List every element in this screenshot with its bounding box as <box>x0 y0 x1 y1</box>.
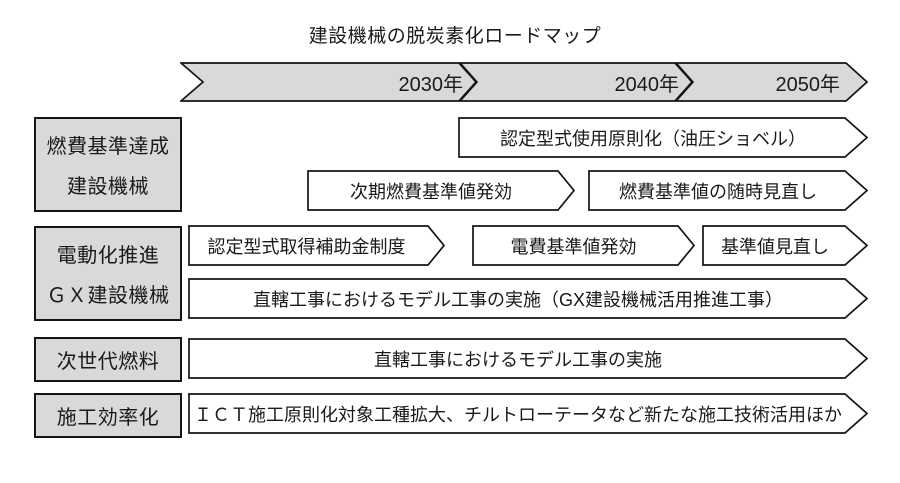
arrow-shape <box>188 393 868 434</box>
arrow-label: 次期燃費基準値発効 <box>350 181 512 202</box>
category-electrification-gx-machines: 電動化推進 ＧＸ建設機械 <box>34 226 182 321</box>
arrow-shape <box>588 170 868 211</box>
category-label-line: 施工効率化 <box>56 407 160 429</box>
category-label-line: 建設機械 <box>67 176 149 198</box>
category-label-line: ＧＸ建設機械 <box>46 285 170 307</box>
arrow-shape <box>702 225 868 266</box>
arrow-electricity-standard-effective: 電費基準値発効 <box>472 225 695 266</box>
category-next-gen-fuel: 次世代燃料 <box>34 337 182 382</box>
arrow-label: ＩＣＴ施工原則化対象工種拡大、チルトローテータなど新たな施工技術活用ほか <box>194 404 842 425</box>
timeline-year-label: 2050年 <box>775 73 841 96</box>
arrow-next-fuel-standard-effective: 次期燃費基準値発効 <box>307 170 575 211</box>
arrow-label: 認定型式取得補助金制度 <box>207 236 406 257</box>
timeline-year-label: 2030年 <box>398 73 464 96</box>
timeline-segment-2050: 2050年 <box>675 62 868 102</box>
arrow-shape <box>188 278 868 319</box>
category-label-line: 燃費基準達成 <box>46 136 170 158</box>
arrow-label: 直轄工事におけるモデル工事の実施（GX建設機械活用推進工事） <box>252 289 783 310</box>
arrow-gx-model-projects: 直轄工事におけるモデル工事の実施（GX建設機械活用推進工事） <box>188 278 868 319</box>
category-label-line: 次世代燃料 <box>56 351 160 373</box>
timeline-year-label: 2040年 <box>614 73 680 96</box>
category-fuel-standard-machines: 燃費基準達成 建設機械 <box>34 117 182 212</box>
arrow-standard-review: 基準値見直し <box>702 225 868 266</box>
arrow-label: 直轄工事におけるモデル工事の実施 <box>374 349 662 370</box>
category-label-line: 電動化推進 <box>56 245 160 267</box>
arrow-subsidy-program: 認定型式取得補助金制度 <box>188 225 445 266</box>
arrow-model-projects: 直轄工事におけるモデル工事の実施 <box>188 338 868 379</box>
arrow-shape <box>188 338 868 379</box>
arrow-label: 燃費基準値の随時見直し <box>619 181 817 202</box>
arrow-label: 電費基準値発効 <box>510 236 637 257</box>
arrow-shape <box>188 225 445 266</box>
page-title: 建設機械の脱炭素化ロードマップ <box>308 26 602 47</box>
chevron-band-shape <box>675 62 868 102</box>
arrow-label: 認定型式使用原則化（油圧ショベル） <box>500 128 806 149</box>
timeline-segment-2040: 2040年 <box>459 62 693 102</box>
arrow-ict-expansion: ＩＣＴ施工原則化対象工種拡大、チルトローテータなど新たな施工技術活用ほか <box>188 393 868 434</box>
timeline-segment-2030: 2030年 <box>180 62 477 102</box>
arrow-label: 基準値見直し <box>721 236 829 257</box>
arrow-certified-model-mandatory: 認定型式使用原則化（油圧ショベル） <box>458 117 868 158</box>
arrow-shape <box>307 170 575 211</box>
arrow-shape <box>472 225 695 266</box>
arrow-shape <box>458 117 868 158</box>
category-construction-efficiency: 施工効率化 <box>34 393 182 438</box>
arrow-fuel-standard-review: 燃費基準値の随時見直し <box>588 170 868 211</box>
